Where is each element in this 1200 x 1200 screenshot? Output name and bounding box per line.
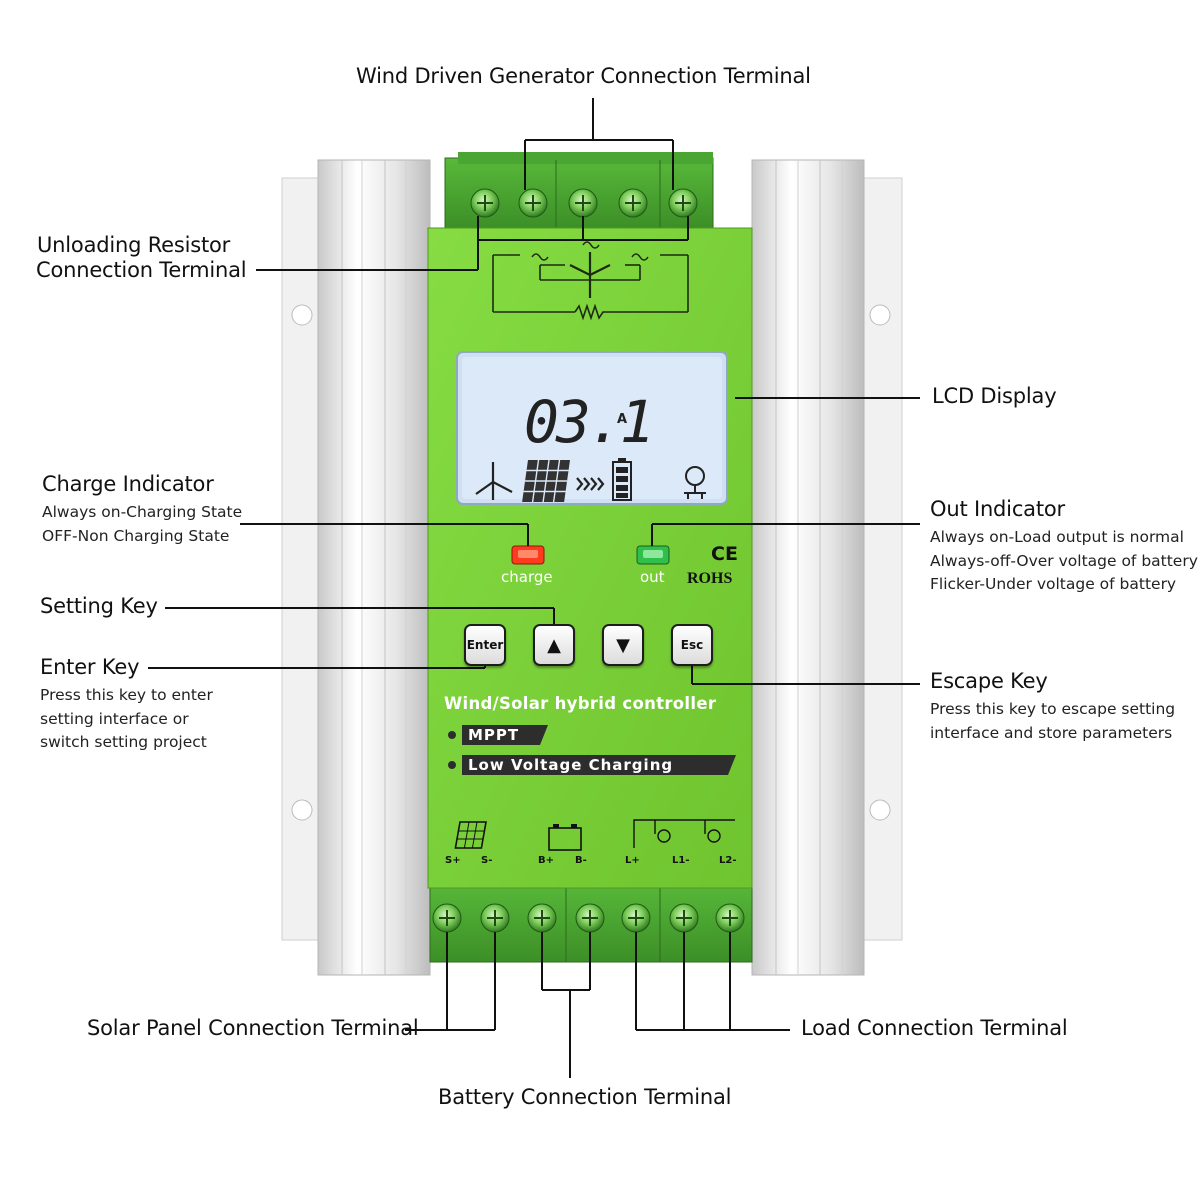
terminal-label-l2-minus: L2- [719, 855, 737, 866]
terminal-label-s-minus: S- [481, 855, 493, 866]
lcd-value: 03.1 [524, 388, 655, 456]
terminal-label-s-plus: S+ [445, 855, 461, 866]
terminal-label-b-minus: B- [575, 855, 587, 866]
esc-button[interactable]: Esc [671, 624, 713, 666]
charge-indicator-label: Charge Indicator [42, 472, 214, 496]
rohs-mark: ROHS [687, 570, 733, 587]
escape-desc-line2: interface and store parameters [930, 723, 1173, 742]
out-indicator-desc: Always on-Load output is normal Always-o… [930, 526, 1198, 597]
terminal-label-l1-minus: L1- [672, 855, 690, 866]
setting-key-label: Setting Key [40, 594, 158, 618]
battery-terminal-label: Battery Connection Terminal [438, 1085, 732, 1109]
out-indicator-label: Out Indicator [930, 497, 1065, 521]
out-desc-line1: Always on-Load output is normal [930, 528, 1184, 546]
load-terminal-label: Load Connection Terminal [801, 1016, 1068, 1040]
enter-desc-line1: Press this key to enter [40, 686, 213, 704]
feature-low-voltage: Low Voltage Charging [468, 756, 674, 774]
product-name: Wind/Solar hybrid controller [444, 694, 717, 713]
arrow-down-icon: ▼ [616, 634, 630, 656]
escape-desc-line1: Press this key to escape setting [930, 700, 1176, 718]
enter-button[interactable]: Enter [464, 624, 506, 666]
up-button[interactable]: ▲ [533, 624, 575, 666]
escape-key-desc: Press this key to escape setting interfa… [930, 698, 1175, 745]
charge-indicator-desc: Always on-Charging State OFF-Non Chargin… [42, 501, 242, 548]
out-desc-line3: Flicker-Under voltage of battery [930, 575, 1177, 593]
arrow-up-icon: ▲ [547, 634, 561, 656]
feature-mppt: MPPT [468, 726, 520, 744]
down-button[interactable]: ▼ [602, 624, 644, 666]
lcd-display-label: LCD Display [932, 384, 1057, 408]
wind-terminal-label: Wind Driven Generator Connection Termina… [356, 64, 811, 88]
out-desc-line2: Always-off-Over voltage of battery [930, 551, 1198, 570]
terminal-label-l-plus: L+ [625, 855, 640, 866]
enter-key-desc: Press this key to enter setting interfac… [40, 684, 213, 755]
charge-desc-line2: OFF-Non Charging State [42, 526, 230, 545]
out-led-label: out [640, 568, 665, 586]
ce-mark: CE [711, 543, 738, 565]
solar-terminal-label: Solar Panel Connection Terminal [87, 1016, 419, 1040]
unloading-label-line2: Connection Terminal [36, 258, 247, 282]
unloading-label-line1: Unloading Resistor [37, 233, 231, 257]
terminal-label-b-plus: B+ [538, 855, 555, 866]
charge-led-label: charge [501, 568, 553, 586]
lcd-unit: A [617, 412, 628, 427]
charge-desc-line1: Always on-Charging State [42, 503, 243, 521]
enter-desc-line3: switch setting project [40, 733, 207, 751]
enter-desc-line2: setting interface or [40, 709, 189, 728]
escape-key-label: Escape Key [930, 669, 1048, 693]
enter-key-label: Enter Key [40, 655, 140, 679]
